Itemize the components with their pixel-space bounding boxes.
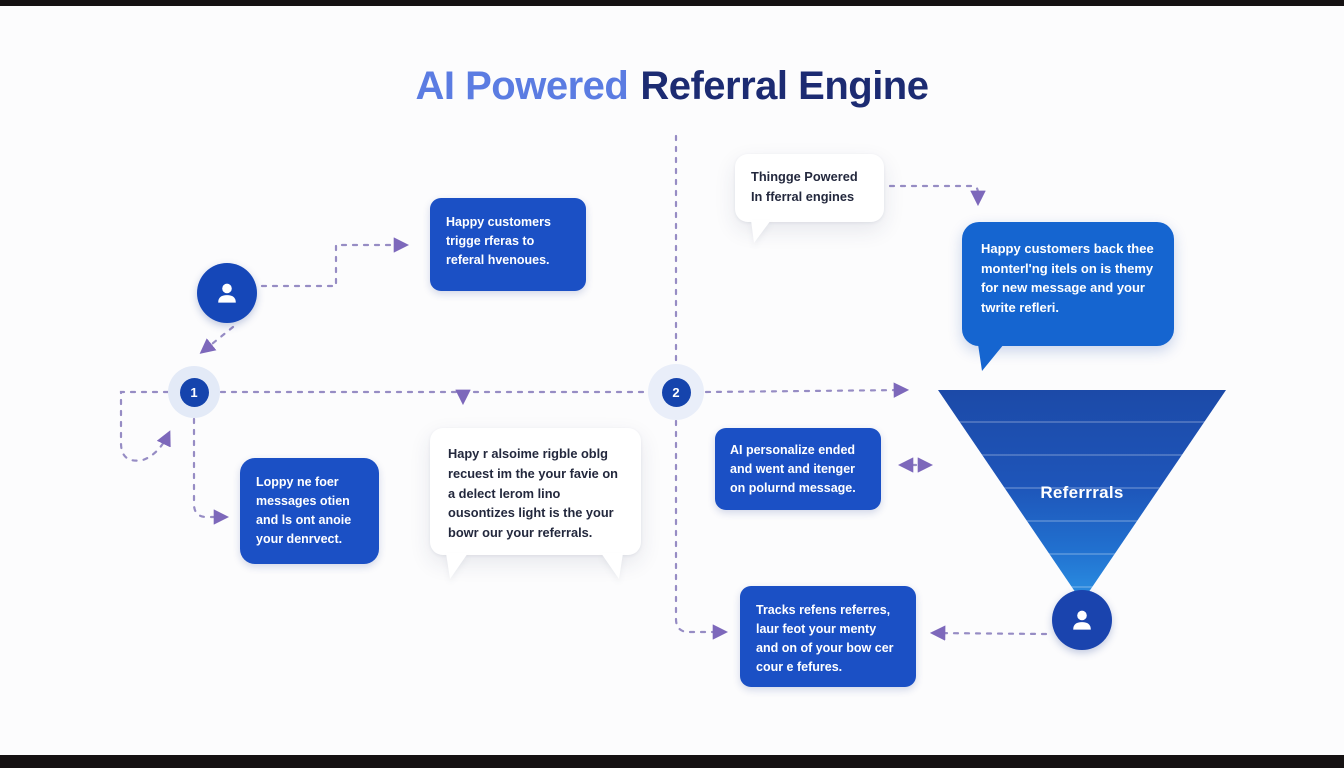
person-icon	[1073, 610, 1091, 630]
arrow-node2-to-funnel	[704, 382, 910, 398]
bubble-tail-right	[601, 553, 623, 579]
arrow-powered-to-monitor-bubble	[888, 184, 986, 207]
step-number-2: 2	[661, 377, 691, 407]
arrow-person-to-node1	[199, 325, 235, 354]
callout-messages-text: Loppy ne foer messages otien and ls ont …	[256, 475, 352, 546]
callout-tracks-box: Tracks refens referres, laur feot your m…	[740, 586, 916, 687]
person-icon	[218, 283, 236, 303]
funnel-label: Referrrals	[1040, 483, 1124, 502]
arrow-funnel-person-to-tracks	[929, 625, 1048, 641]
callout-powered-text: Thingge Powered In fferral engines	[751, 169, 858, 204]
bubble-tail-left	[446, 553, 468, 579]
step-node-2: 2	[648, 364, 704, 420]
loop-node1	[119, 390, 171, 462]
title-accent: AI Powered	[415, 64, 629, 108]
callout-personalize-box: AI personalize ended and went and itenge…	[715, 428, 881, 510]
customer-avatar	[197, 263, 257, 323]
callout-requests-text: Hapy r alsoime rigble oblg recuest im th…	[448, 446, 618, 541]
bubble-tail	[978, 344, 1004, 371]
callout-monitor-text: Happy customers back thee monterl'ng ite…	[981, 241, 1154, 315]
callout-tracks-text: Tracks refens referres, laur feot your m…	[756, 603, 894, 674]
step-node-1: 1	[168, 366, 220, 418]
referral-funnel: Referrrals	[938, 390, 1226, 602]
referred-customer-avatar	[1052, 590, 1112, 650]
step-number-1: 1	[179, 377, 209, 407]
callout-powered-bubble: Thingge Powered In fferral engines	[735, 154, 884, 243]
bubble-tail	[751, 220, 771, 243]
callout-personalize-text: AI personalize ended and went and itenge…	[730, 443, 856, 495]
arrow-person-to-trigger-box	[260, 237, 410, 288]
callout-trigger-box: Happy customers trigge rferas to referal…	[430, 198, 586, 291]
top-edge-bar	[0, 0, 1344, 6]
callout-messages-box: Loppy ne foer messages otien and ls ont …	[240, 458, 379, 564]
arrow-node1-to-messages-box	[192, 417, 230, 525]
bottom-edge-bar	[0, 755, 1344, 768]
callout-monitor-bubble: Happy customers back thee monterl'ng ite…	[962, 222, 1174, 371]
title-main: Referral Engine	[640, 64, 929, 108]
callout-trigger-text: Happy customers trigge rferas to referal…	[446, 215, 551, 267]
callout-requests-bubble: Hapy r alsoime rigble oblg recuest im th…	[430, 428, 641, 579]
